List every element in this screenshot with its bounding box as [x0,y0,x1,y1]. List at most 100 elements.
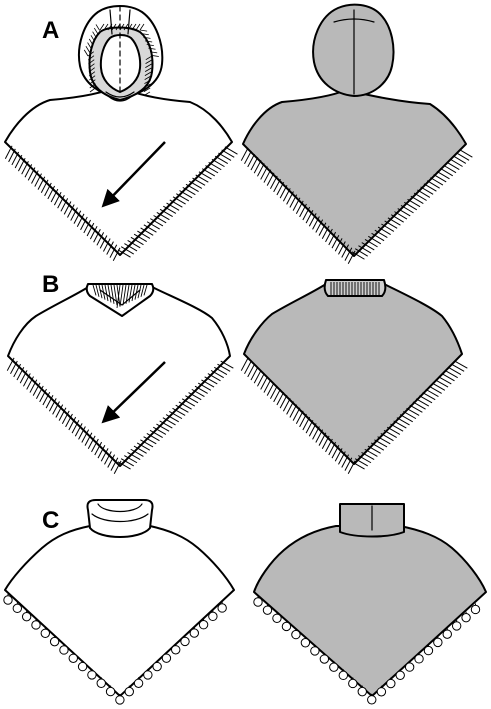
fringe-strand [99,235,108,249]
fringe-strand [257,163,265,177]
pompom [433,637,443,648]
fringe-strand [374,229,388,239]
fringe-strand [331,235,340,249]
fringe-strand [410,195,424,205]
fringe-strand [172,196,186,205]
fur-strand [145,63,152,68]
fringe-strand [172,407,186,416]
variant-c-back-body [253,525,487,697]
fringe-strand [45,395,54,409]
fur-strand [85,46,91,53]
variant-b-collar-inner [99,289,141,306]
fringe-strand [94,441,103,456]
rib-line [143,284,148,296]
fringe-strand [299,413,307,428]
fringe-strand [415,398,430,407]
fringe-strand [26,376,34,390]
fringe-strand [292,197,301,211]
fringe-strand [214,366,228,375]
fringe-strand [250,366,259,381]
fringe-strand [185,183,199,193]
fringe-strand [312,216,320,230]
fringe-strand [181,398,196,407]
variant-a-grain-arrow [101,141,166,208]
fringe-strand [50,188,59,203]
fringe-strand [390,214,404,223]
fringe-strand [371,232,385,242]
fur-strand [144,75,152,80]
variant-b-back-collar-ribbing [330,282,380,295]
fringe-strand [13,363,22,378]
fringe-strand [276,181,285,196]
pompom [338,670,349,681]
variant-c-back-view [253,503,487,705]
fringe-strand [374,439,388,448]
fur-strand [123,23,129,31]
variant-a-back-view [240,3,473,264]
fringe-strand [417,189,431,198]
fringe-strand [71,420,80,434]
fringe-strand [201,168,216,177]
pompom [31,620,41,630]
fur-strand [89,79,96,85]
pompom [272,613,282,623]
fringe-strand [133,233,147,242]
fringe-strand [34,173,42,187]
fringe-strand [302,416,311,431]
fringe-strand [419,395,433,404]
fur-strand [87,55,95,61]
pompom [470,604,481,615]
fringe-strand [381,223,395,232]
fringe-strand [399,414,413,423]
fringe-strand [97,445,106,459]
fringe-strand [260,376,268,390]
fringe-strand [127,240,141,249]
fringe-strand [358,455,372,464]
fringe-strand [279,395,288,409]
rib-line [125,284,130,304]
fur-strand [89,83,96,89]
fringe-strand [153,215,167,224]
fringe-strand [205,165,219,174]
fur-strand [87,51,95,57]
fringe-strand [302,206,311,221]
fringe-strand [96,232,105,246]
pompom [281,621,292,632]
pompom [423,645,434,656]
rib-line [128,284,133,303]
fringe-strand [87,435,96,449]
fringe-strand [32,382,41,396]
rib-line [119,284,124,307]
fur-strand [88,38,94,46]
pompom [115,695,125,705]
fringe-strand [42,391,51,406]
pompom [442,629,452,639]
fringe-strand [240,147,249,161]
variant-b-back-body [243,283,463,465]
fringe-strand [394,211,408,220]
rib-line [110,284,115,304]
pompom [68,653,78,663]
fringe-strand [52,401,60,415]
fringe-strand [308,213,317,227]
fringe-strand [159,420,173,429]
fringe-strand [438,376,452,385]
fringe-strand [78,426,86,440]
variant-b-front-hem-fringe [6,357,234,474]
fringe-strand [334,448,343,462]
variant-b-collar-ribbing [92,284,148,309]
fringe-strand [198,171,212,180]
fringe-strand [247,363,256,378]
pompom [451,621,462,631]
fringe-strand [422,392,436,401]
fringe-strand [328,231,337,246]
pompom [376,687,387,697]
fringe-strand [439,167,454,177]
fringe-strand [449,158,463,167]
fringe-strand [425,388,439,398]
rib-line [113,284,118,306]
fringe-strand [182,186,196,196]
fur-strand [146,44,154,47]
fringe-strand [214,155,229,164]
fringe-strand [179,190,193,199]
